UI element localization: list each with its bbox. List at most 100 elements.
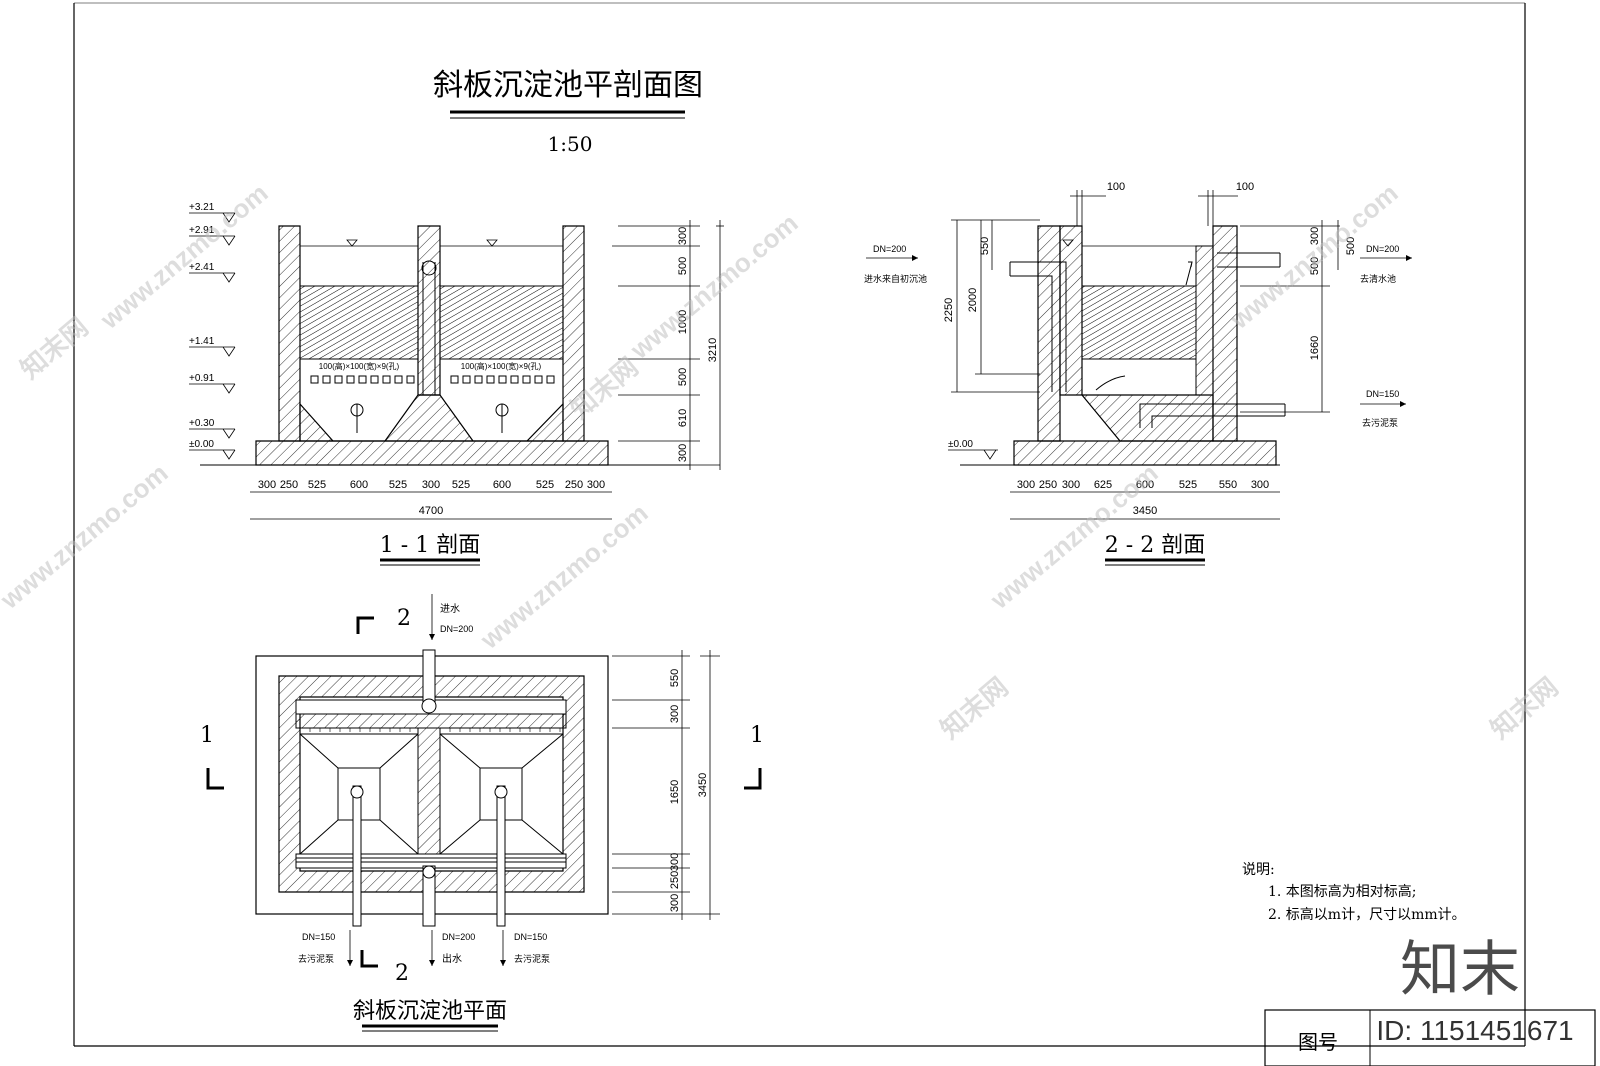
watermark-logo: 知末 (1400, 936, 1520, 1003)
section-2-2-label: 2 - 2 剖面 (1105, 533, 1205, 558)
dim-bottom: 600 (350, 479, 368, 491)
drawing-scale: 1:50 (548, 132, 593, 156)
watermark-text: www.znzmo.com (0, 458, 174, 616)
title-block-label: 图号 (1298, 1030, 1338, 1054)
title-block: 图号 (1264, 1009, 1596, 1066)
dim-bottom: 525 (536, 479, 554, 491)
sludge-text: 去污泥泵 (1362, 417, 1398, 428)
dim-right: 500 (677, 257, 689, 275)
dim-top-left: 100 (1107, 181, 1125, 193)
outlet-text: 去清水池 (1360, 273, 1396, 284)
dim-bottom: 300 (587, 479, 605, 491)
dim-bottom: 550 (1219, 479, 1237, 491)
dim-bottom: 300 (422, 479, 440, 491)
plan-label: 斜板沉淀池平面 (353, 999, 507, 1024)
elevation-label: +2.91 (189, 225, 215, 236)
cut-mark-1-left: 1 (200, 723, 214, 748)
dim-bottom: 525 (1179, 479, 1197, 491)
drawing-frame (73, 2, 1526, 1047)
outlet-dn: DN=200 (1366, 244, 1399, 254)
dim-right: 300 (669, 853, 681, 871)
dim-left: 2000 (967, 288, 979, 312)
dim-bottom: 600 (1136, 479, 1154, 491)
watermark-text: 知末网 (935, 671, 1014, 744)
elevation-markers: +3.21 +2.91 +2.41 +1.41 +0.91 +0.30 ±0.0… (189, 202, 215, 450)
inlet-text: 进水来自初沉池 (864, 273, 927, 284)
watermark-text: 知末网 (1485, 671, 1564, 744)
dim-right: 500 (1309, 257, 1321, 275)
plan-bottom-mid-dn: DN=200 (442, 932, 475, 942)
sludge-dn: DN=150 (1366, 389, 1399, 399)
plan-bottom-mid-text: 出水 (442, 952, 462, 965)
cut-mark-1-right: 1 (750, 723, 764, 748)
note-item: 2. 标高以m计，尺寸以mm计。 (1268, 906, 1466, 923)
elevation-label: +1.41 (189, 336, 215, 347)
dim-right: 300 (669, 894, 681, 912)
elevation-label: ±0.00 (189, 439, 214, 450)
dim-total-width: 3450 (1133, 505, 1157, 517)
notes-block: 说明: 1. 本图标高为相对标高; 2. 标高以m计，尺寸以mm计。 (1242, 862, 1466, 923)
plan-inlet-dn: DN=200 (440, 624, 473, 634)
hole-note-right: 100(高)×100(宽)×9(孔) (461, 361, 542, 371)
dim-bottom: 250 (1039, 479, 1057, 491)
dim-bottom: 525 (389, 479, 407, 491)
section-1-1-label: 1 - 1 剖面 (380, 533, 480, 558)
drawing-title-group: 斜板沉淀池平剖面图 1:50 (433, 68, 703, 156)
notes-heading: 说明: (1242, 862, 1275, 878)
watermark-id: ID: 1151451671 (1376, 1015, 1573, 1046)
dim-right: 300 (677, 227, 689, 245)
plan-view: 2 2 1 1 进水 DN=200 550 300 1650 300 250 (200, 594, 764, 1032)
elevation-label: +3.21 (189, 202, 215, 213)
dim-bottom: 300 (1251, 479, 1269, 491)
dim-total-height: 3210 (707, 338, 719, 362)
elevation-label: +0.30 (189, 418, 215, 429)
plan-bottom-right-dn: DN=150 (514, 932, 547, 942)
plan-bottom-left-dn: DN=150 (302, 932, 335, 942)
elevation-label: +0.91 (189, 373, 215, 384)
watermark-text: 知末网 (15, 311, 94, 384)
watermark-text: www.znzmo.com (474, 498, 654, 656)
dim-bottom: 525 (308, 479, 326, 491)
watermark-text: www.znzmo.com (1224, 178, 1404, 336)
dim-right: 1650 (669, 780, 681, 804)
dim-left: 2250 (943, 298, 955, 322)
drawing-title: 斜板沉淀池平剖面图 (433, 68, 703, 103)
dim-bottom: 250 (565, 479, 583, 491)
plan-inlet-text: 进水 (440, 603, 460, 615)
dim-total: 3450 (697, 773, 709, 797)
dim-bottom: 600 (493, 479, 511, 491)
cut-mark-2-top: 2 (397, 606, 411, 631)
section-1-1: +3.21 +2.91 +2.41 +1.41 +0.91 +0.30 ±0.0… (189, 202, 724, 566)
cut-mark-2-bottom: 2 (395, 961, 409, 986)
dim-bottom: 250 (280, 479, 298, 491)
dim-right: 300 (677, 444, 689, 462)
dim-right: 250 (669, 871, 681, 889)
dim-right: 1660 (1309, 336, 1321, 360)
watermark-text: www.znzmo.com (94, 178, 274, 336)
dim-right: 500 (1345, 237, 1357, 255)
dim-right: 1000 (677, 310, 689, 334)
section-2-2: 100 100 2250 2000 550 DN=200 进水来自初沉池 (864, 181, 1412, 566)
orifice-row-left (310, 375, 415, 384)
dim-right: 300 (669, 705, 681, 723)
hole-note-left: 100(高)×100(宽)×9(孔) (319, 361, 400, 371)
dim-total-width: 4700 (419, 505, 443, 517)
dim-right: 300 (1309, 227, 1321, 245)
dim-bottom: 525 (452, 479, 470, 491)
dim-right: 500 (677, 368, 689, 386)
inlet-dn: DN=200 (873, 244, 906, 254)
dim-bottom: 300 (258, 479, 276, 491)
plan-bottom-right-text: 去污泥泵 (514, 953, 550, 964)
dim-right: 550 (669, 669, 681, 687)
dim-left: 550 (979, 237, 991, 255)
elevation-label: +2.41 (189, 262, 215, 273)
dim-bottom: 625 (1094, 479, 1112, 491)
dim-right: 610 (677, 409, 689, 427)
dim-bottom: 300 (1017, 479, 1035, 491)
orifice-row-right (450, 375, 555, 384)
plan-bottom-left-text: 去污泥泵 (298, 953, 334, 964)
note-item: 1. 本图标高为相对标高; (1268, 883, 1417, 900)
dim-top-right: 100 (1236, 181, 1254, 193)
elevation-label: ±0.00 (948, 439, 973, 450)
